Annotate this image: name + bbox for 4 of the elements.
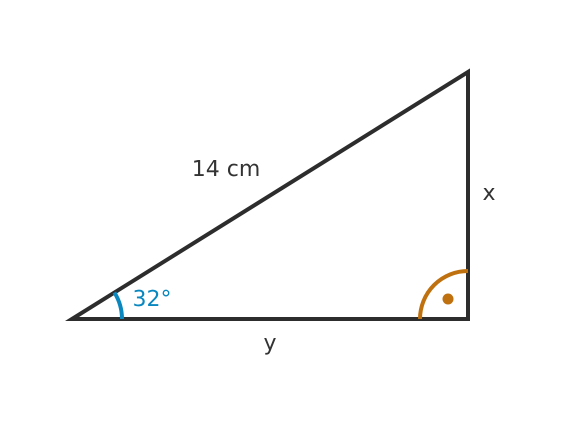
side-label: y bbox=[263, 331, 277, 357]
side-label: 14 cm bbox=[192, 157, 260, 183]
angle-label: 32° bbox=[132, 287, 172, 313]
side-label: x bbox=[482, 181, 496, 207]
